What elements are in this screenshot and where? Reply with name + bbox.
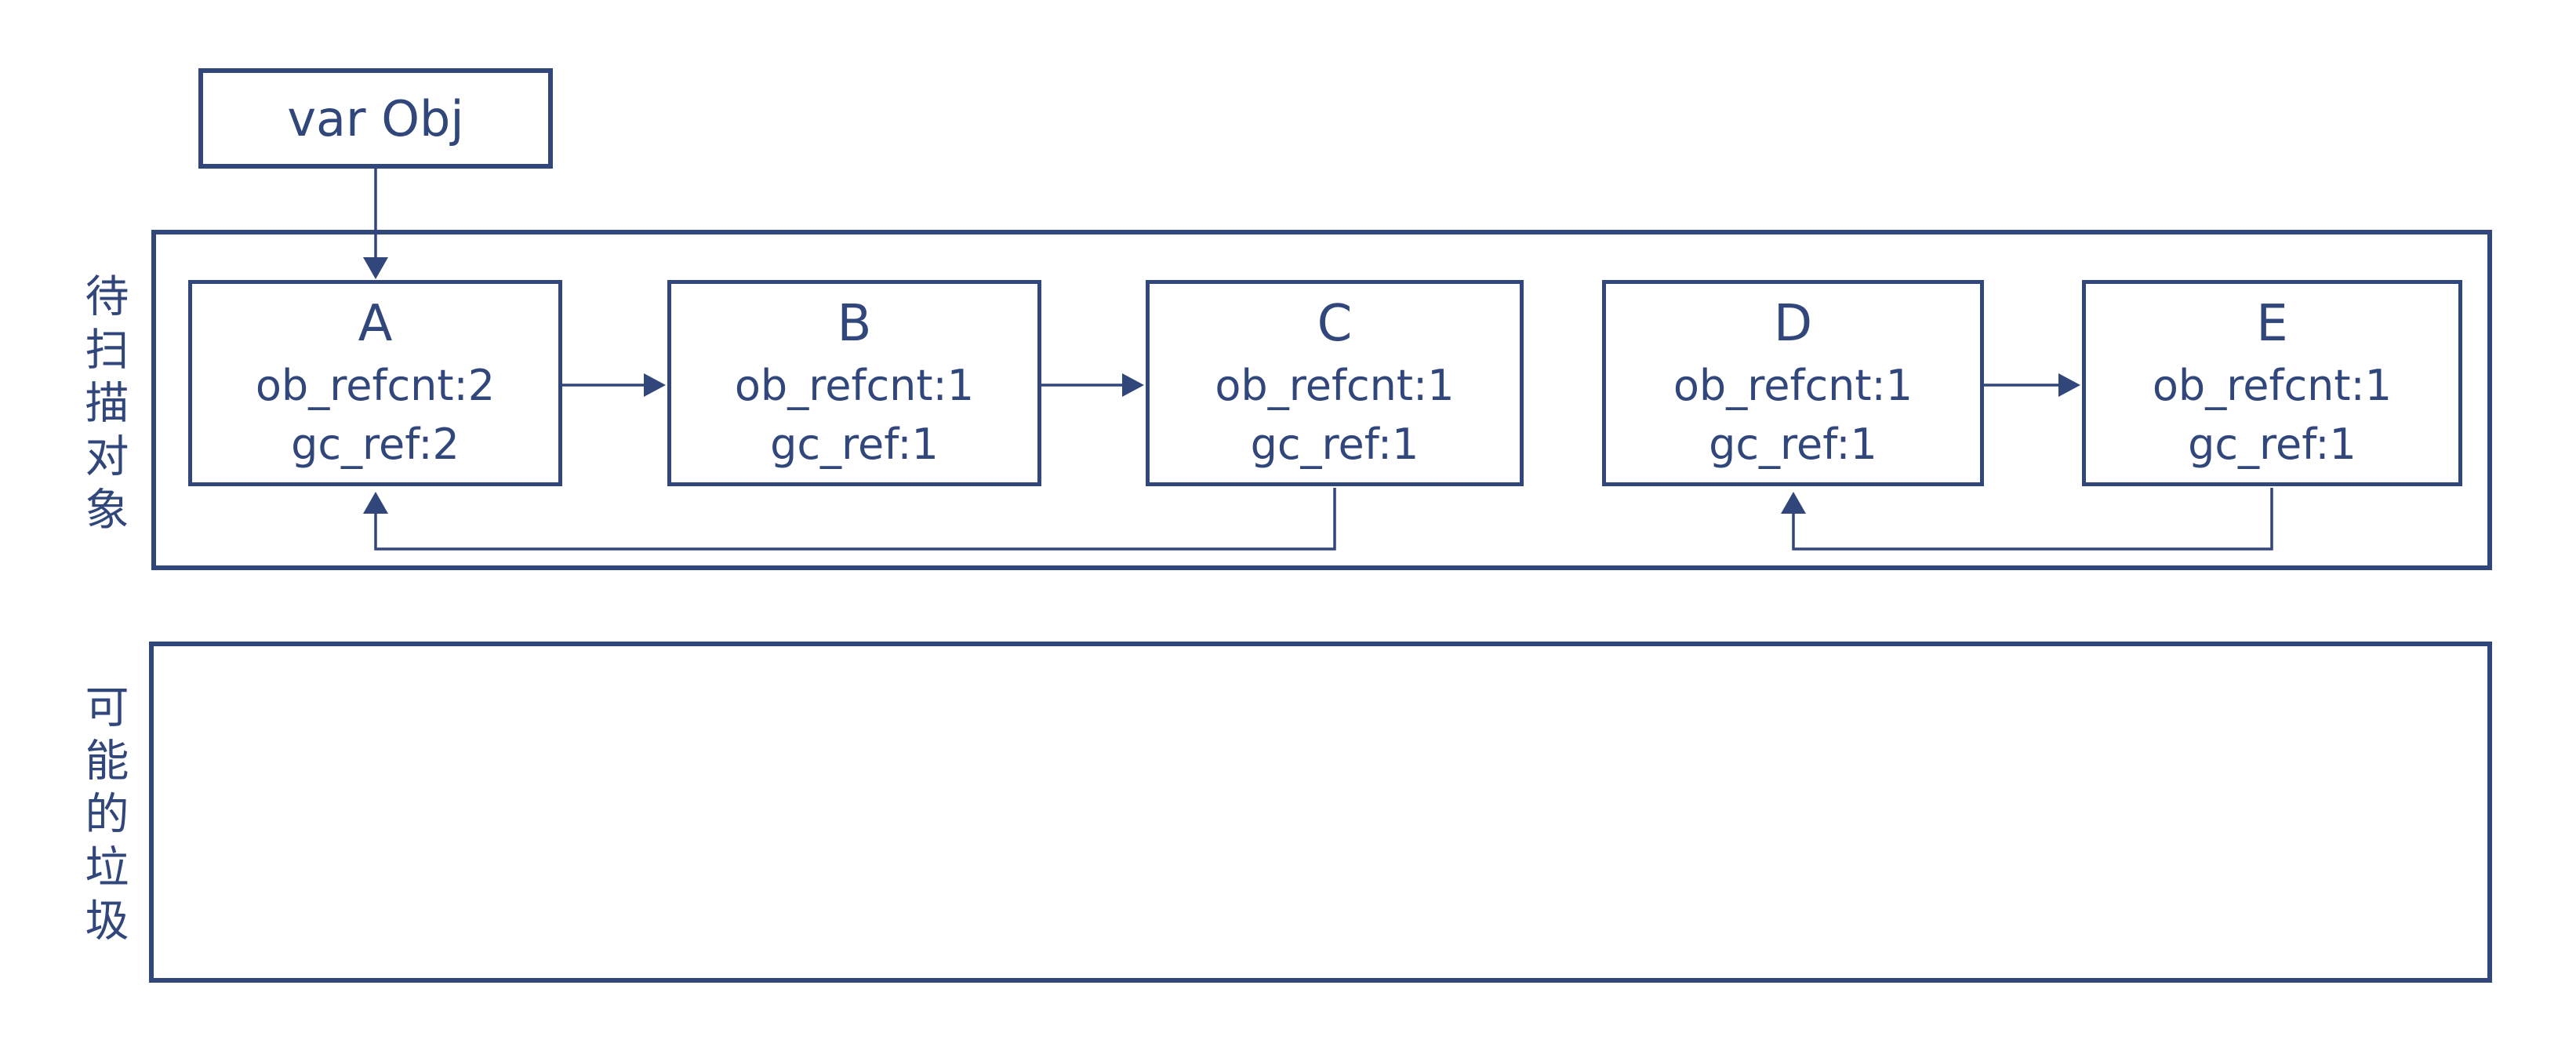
scan-region-label: 待扫描对象 — [78, 273, 129, 540]
node-b-title: B — [837, 294, 872, 353]
node-d-gc-ref: gc_ref:1 — [1709, 420, 1877, 470]
node-c: C ob_refcnt:1 gc_ref:1 — [1146, 280, 1524, 486]
node-d: D ob_refcnt:1 gc_ref:1 — [1602, 280, 1984, 486]
node-c-title: C — [1317, 294, 1353, 353]
node-a-ob-refcnt: ob_refcnt:2 — [255, 360, 496, 410]
node-e-gc-ref: gc_ref:1 — [2188, 420, 2356, 470]
node-c-ob-refcnt: ob_refcnt:1 — [1215, 360, 1455, 410]
garbage-region-container — [149, 642, 2492, 983]
node-e: E ob_refcnt:1 gc_ref:1 — [2082, 280, 2462, 486]
var-obj-box: var Obj — [198, 68, 553, 169]
node-c-gc-ref: gc_ref:1 — [1250, 420, 1419, 470]
node-a-gc-ref: gc_ref:2 — [291, 420, 460, 470]
node-b-gc-ref: gc_ref:1 — [770, 420, 939, 470]
node-d-ob-refcnt: ob_refcnt:1 — [1673, 360, 1913, 410]
node-b-ob-refcnt: ob_refcnt:1 — [734, 360, 975, 410]
node-a-title: A — [358, 294, 393, 353]
node-a: A ob_refcnt:2 gc_ref:2 — [188, 280, 562, 486]
garbage-region-label: 可能的垃圾 — [78, 684, 129, 951]
node-d-title: D — [1773, 294, 1813, 353]
node-e-ob-refcnt: ob_refcnt:1 — [2152, 360, 2393, 410]
node-b: B ob_refcnt:1 gc_ref:1 — [667, 280, 1041, 486]
node-e-title: E — [2256, 294, 2288, 353]
scan-region-container — [151, 230, 2492, 570]
var-obj-label: var Obj — [287, 89, 464, 147]
